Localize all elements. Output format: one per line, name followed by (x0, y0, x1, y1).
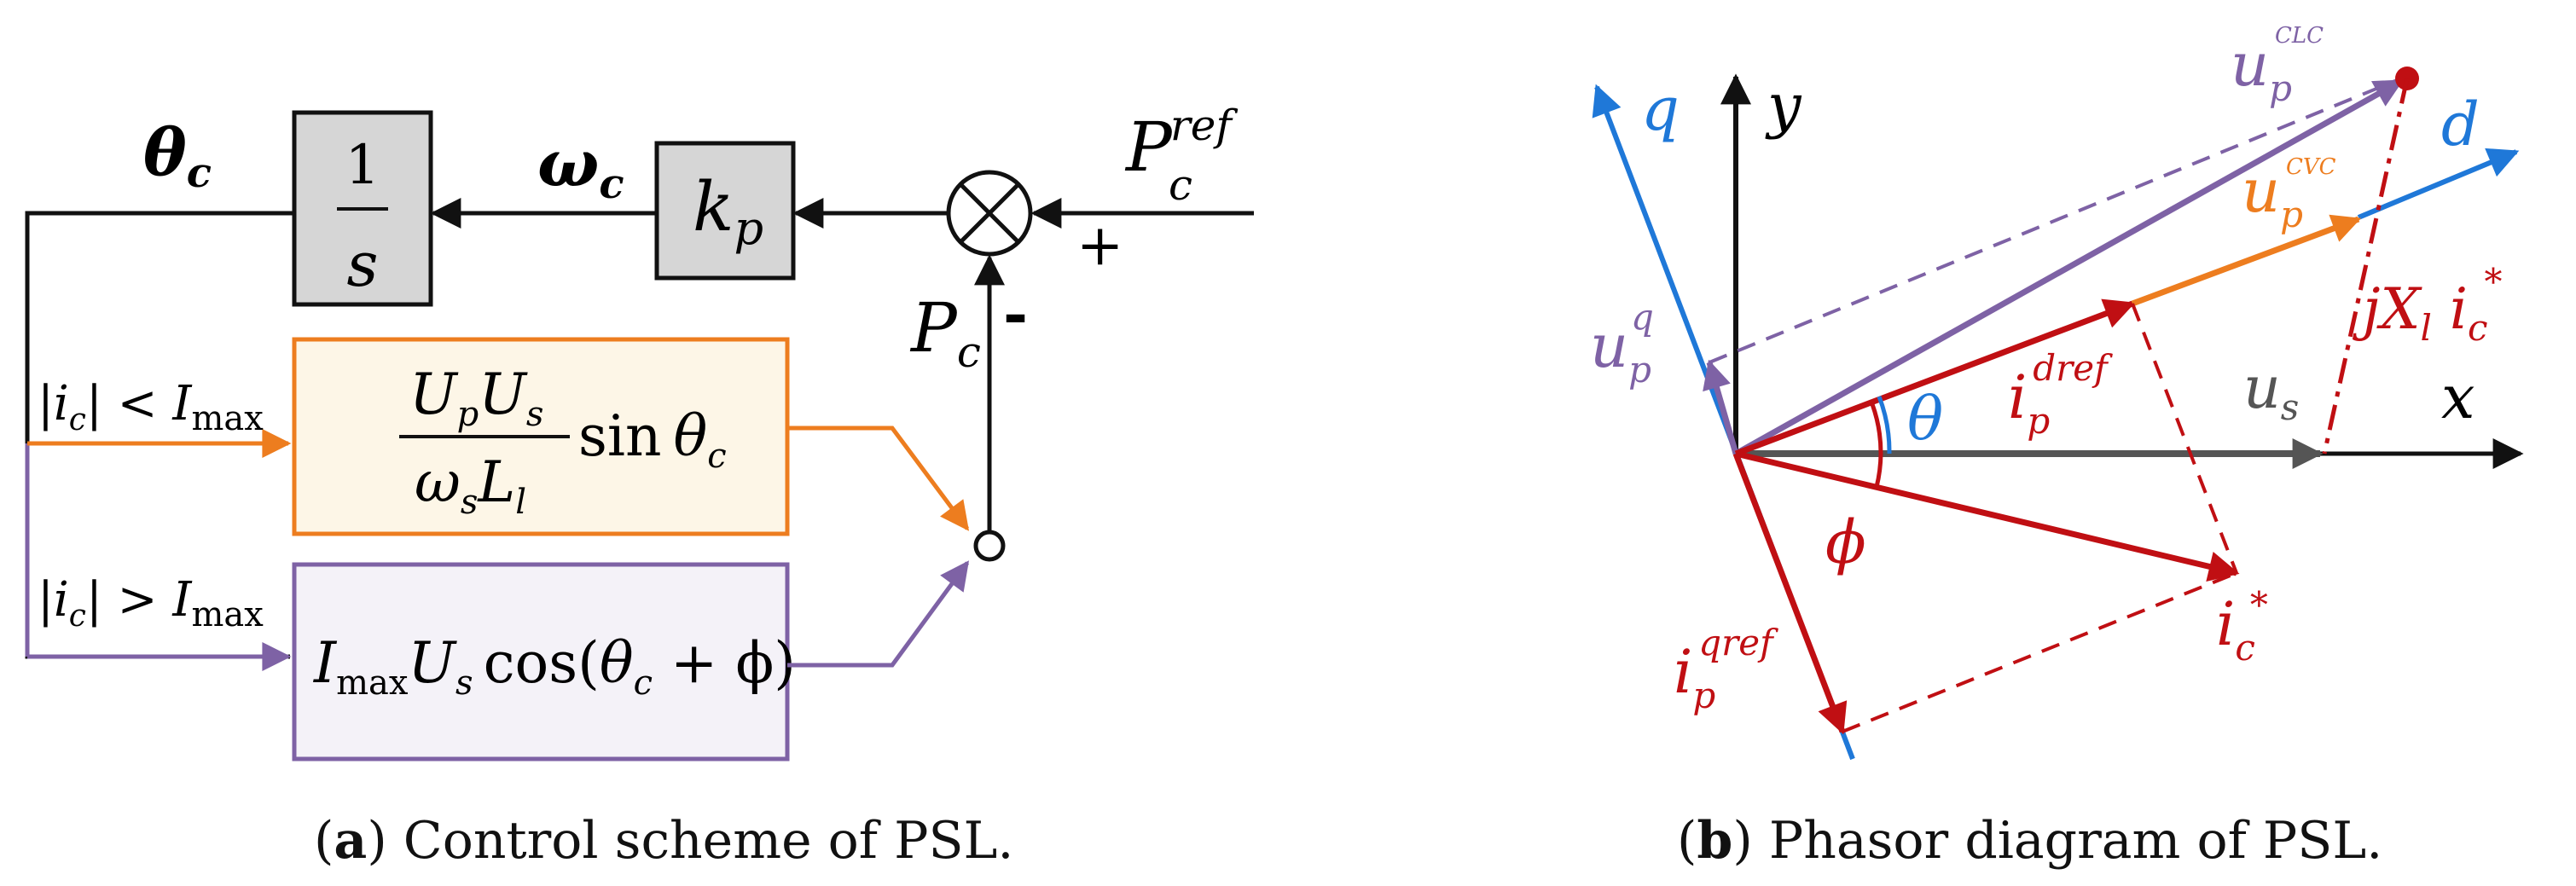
svg-text:UpUs: UpUs (409, 362, 543, 434)
minus-sign: - (1003, 278, 1028, 349)
ic-label: ic* (2216, 584, 2268, 669)
uclc-label: upCLC (2231, 23, 2324, 109)
clc-projection-dashed (1709, 75, 2406, 364)
idref-label: ipdref (2008, 347, 2113, 442)
condition-less-than: |ic| < Imax (38, 376, 264, 438)
pc-label: Pc (909, 288, 981, 377)
ic-dref-projection (2131, 303, 2238, 574)
ic-vector (1735, 450, 2240, 582)
caption-b: (b) Phasor diagram of PSL. (1677, 811, 2382, 871)
uq-label: upq (1590, 296, 1654, 391)
panel-b-phasor-diagram: x y q d us upCLC upq ipdref upCVC ic* ip… (1590, 23, 2524, 871)
integrator-denominator: s (347, 229, 379, 300)
theta-c-label: θc (143, 114, 212, 197)
us-label: us (2243, 355, 2299, 428)
sum-cross-b (959, 182, 1020, 244)
x-axis-label: x (2441, 362, 2474, 432)
jx-drop-vector (2322, 78, 2410, 455)
theta-arc (1877, 396, 1892, 455)
condition-greater-than: |ic| > Imax (38, 572, 264, 634)
d-axis-label: d (2441, 90, 2480, 159)
uclc-vector (1734, 78, 2404, 457)
purple-output-wire (787, 560, 970, 668)
kp-label: kp (693, 167, 763, 255)
uq-vector (1703, 359, 1739, 455)
theta-label: θ (1907, 384, 1943, 454)
d-axis (2357, 148, 2520, 220)
iqref-vector (1732, 452, 1848, 735)
svg-text:ωsLl: ωsLl (415, 449, 526, 522)
purple-power-block (292, 562, 790, 761)
idref-vector (1734, 298, 2136, 457)
phi-label: ϕ (1825, 507, 1866, 577)
orange-output-wire (787, 426, 970, 531)
jx-label: jXl ic* (2352, 261, 2503, 349)
ic-qref-projection (1842, 571, 2237, 733)
phi-arc (1874, 453, 1883, 488)
omega-c-label: ωc (537, 125, 624, 208)
ucvc-vector (2131, 214, 2362, 307)
phi-arc-upper (1870, 403, 1883, 455)
y-axis-label: y (1765, 71, 1802, 141)
plus-sign: + (1076, 212, 1123, 278)
integrator-numerator: 1 (345, 134, 380, 197)
q-axis-label: q (1641, 74, 1680, 144)
iqref-label: ipqref (1674, 622, 1778, 716)
switch-node (973, 530, 1006, 562)
ucvc-label: upCVC (2242, 154, 2336, 235)
caption-a: (a) Control scheme of PSL. (314, 811, 1013, 871)
